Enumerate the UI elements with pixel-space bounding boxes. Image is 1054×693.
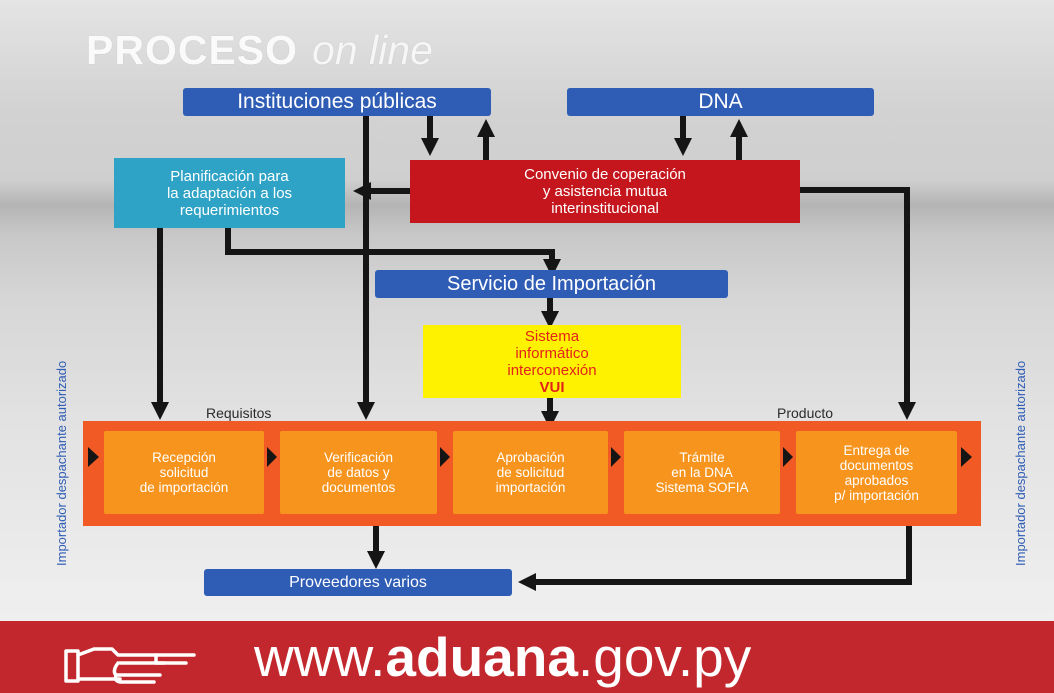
step-tramite-dna: Trámite en la DNA Sistema SOFIA: [624, 431, 780, 514]
pointing-hand-icon: [64, 647, 196, 684]
step-aprobacion: Aprobación de solicitud importación: [453, 431, 608, 514]
node-planificacion: Planificación para la adaptación a los r…: [114, 158, 345, 228]
node-convenio: Convenio de coperación y asistencia mutu…: [410, 160, 800, 223]
sistema-vui-label: VUI: [539, 378, 565, 396]
page-title: PROCESO on line: [86, 27, 433, 74]
arrow-planificacion-to-servicio: [225, 228, 561, 277]
title-italic: on line: [312, 27, 433, 73]
sistema-line-1: Sistema: [524, 327, 580, 345]
url-domain: aduana: [385, 626, 578, 688]
step-verificacion: Verificación de datos y documentos: [280, 431, 437, 514]
side-label-left: Importador despachante autorizado: [54, 360, 69, 566]
label-producto: Producto: [777, 405, 834, 421]
title-bold: PROCESO: [86, 27, 299, 73]
side-label-right: Importador despachante autorizado: [1013, 360, 1028, 566]
sistema-line-3: interconexión: [507, 361, 597, 379]
footer-banner: www.aduana.gov.py: [0, 621, 1054, 693]
node-proveedores: Proveedores varios: [204, 569, 512, 596]
node-servicio-importacion: Servicio de Importación: [375, 270, 728, 298]
node-sistema-vui: Sistema informático interconexión VUI: [423, 325, 681, 398]
step-entrega: Entrega de documentos aprobados p/ impor…: [796, 431, 957, 514]
sistema-line-2: informático: [515, 344, 589, 362]
arrow-convenio-to-entrega: [800, 187, 916, 420]
label-requisitos: Requisitos: [206, 405, 272, 421]
node-instituciones-publicas: Instituciones públicas: [183, 88, 491, 116]
step-recepcion: Recepción solicitud de importación: [104, 431, 264, 514]
url-prefix: www.: [254, 626, 386, 688]
url-suffix: .gov.py: [577, 626, 752, 688]
website-url[interactable]: www.aduana.gov.py: [254, 625, 751, 689]
node-dna: DNA: [567, 88, 874, 116]
